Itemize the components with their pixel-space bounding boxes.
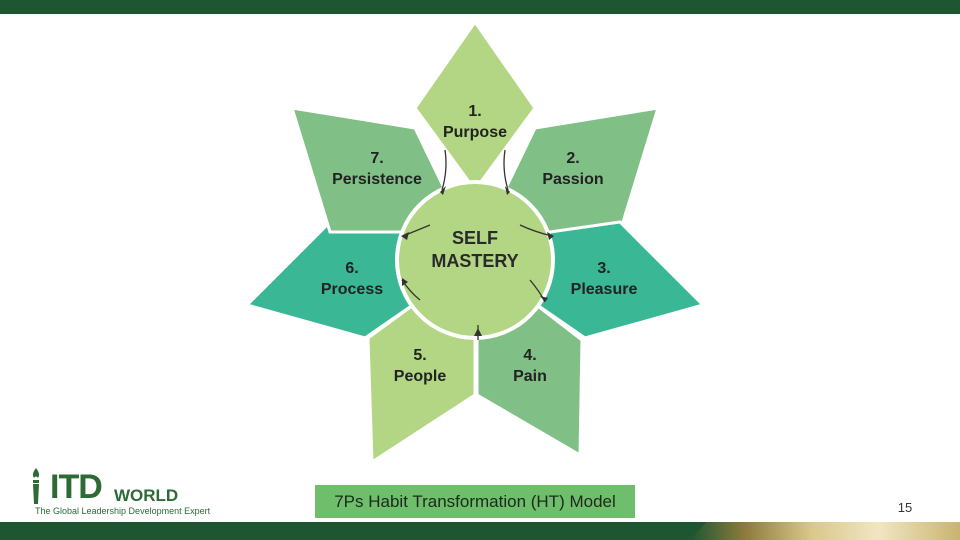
center-circle — [395, 180, 555, 340]
label-process: 6. Process — [272, 258, 432, 300]
arrow-heads — [401, 186, 554, 336]
itd-world-logo: ITD WORLD The Global Leadership Developm… — [28, 466, 210, 518]
pain-label: Pain — [513, 368, 547, 385]
logo-brand: ITD — [50, 468, 103, 506]
pleasure-number: 3. — [597, 260, 611, 277]
process-label: Process — [320, 281, 384, 298]
process-number: 6. — [345, 260, 359, 277]
pleasure-label: Pleasure — [570, 281, 638, 298]
people-label: People — [393, 368, 447, 385]
purpose-number: 1. — [468, 103, 482, 120]
persistence-label: Persistence — [332, 171, 422, 188]
passion-number: 2. — [566, 150, 580, 167]
logo-world: WORLD — [114, 486, 179, 505]
pain-number: 4. — [523, 347, 537, 364]
persistence-number: 7. — [370, 150, 384, 167]
label-people: 5. People — [340, 345, 500, 387]
center-label: SELF MASTERY — [395, 227, 555, 273]
top-bar — [0, 0, 960, 14]
page-number: 15 — [897, 500, 913, 515]
label-pleasure: 3. Pleasure — [524, 258, 684, 300]
center-line2: MASTERY — [431, 251, 519, 271]
diagram-caption: 7Ps Habit Transformation (HT) Model — [315, 485, 635, 518]
center-line1: SELF — [451, 228, 498, 248]
label-pain: 4. Pain — [450, 345, 610, 387]
people-number: 5. — [413, 347, 427, 364]
purpose-label: Purpose — [442, 124, 507, 141]
label-purpose: 1. Purpose — [395, 101, 555, 143]
passion-label: Passion — [542, 171, 604, 188]
label-persistence: 7. Persistence — [297, 148, 457, 190]
label-passion: 2. Passion — [493, 148, 653, 190]
logo-tagline: The Global Leadership Development Expert — [35, 506, 211, 516]
gold-accent — [690, 522, 960, 540]
torch-icon — [32, 468, 40, 504]
